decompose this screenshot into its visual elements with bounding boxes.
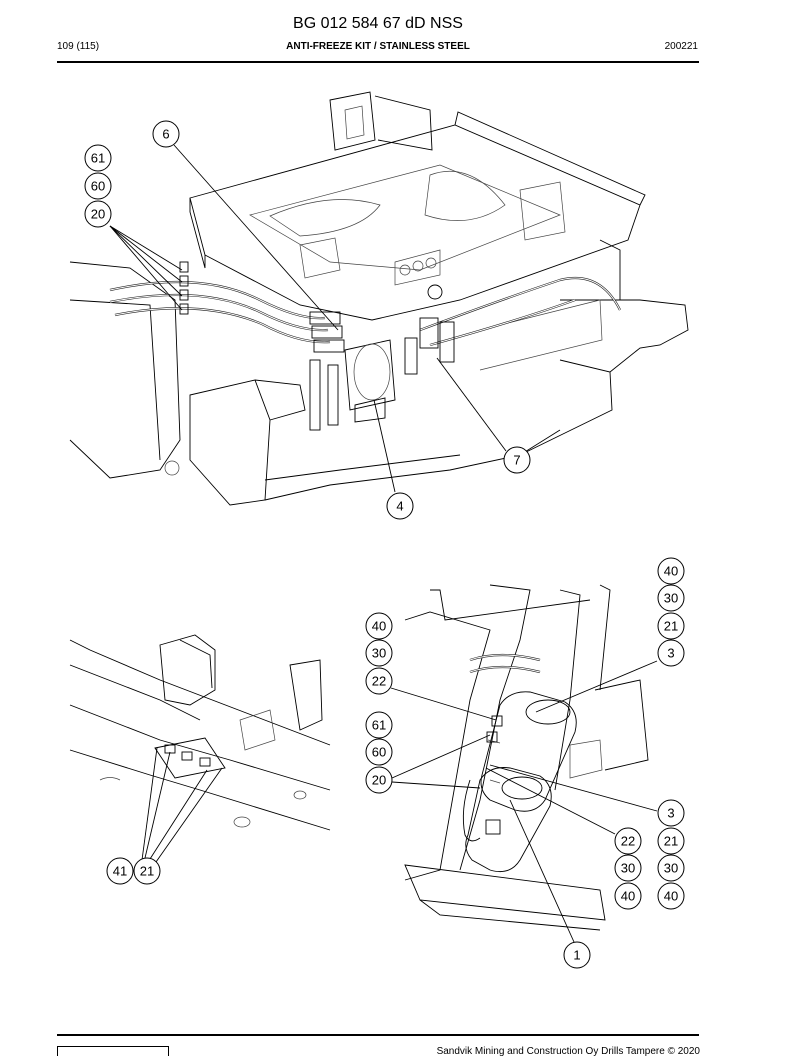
header-rule	[57, 61, 699, 63]
callout-60: 60	[84, 172, 112, 200]
svg-text:6: 6	[162, 127, 169, 142]
svg-text:30: 30	[664, 591, 678, 606]
svg-text:40: 40	[372, 619, 386, 634]
svg-text:40: 40	[621, 889, 635, 904]
callout-40: 40	[365, 612, 393, 640]
callout-3: 3	[657, 799, 685, 827]
svg-text:60: 60	[91, 179, 105, 194]
callout-7: 7	[503, 446, 531, 474]
svg-text:20: 20	[91, 207, 105, 222]
callout-60: 60	[365, 738, 393, 766]
svg-text:61: 61	[372, 718, 386, 733]
svg-text:61: 61	[91, 151, 105, 166]
document-id: BG 012 584 67 dD NSS	[293, 15, 463, 32]
callout-40: 40	[614, 882, 642, 910]
svg-text:4: 4	[396, 499, 403, 514]
callout-40: 40	[657, 557, 685, 585]
svg-text:30: 30	[372, 646, 386, 661]
callout-61: 61	[365, 711, 393, 739]
callout-22: 22	[365, 667, 393, 695]
callout-61: 61	[84, 144, 112, 172]
callout-1: 1	[563, 941, 591, 969]
svg-text:40: 40	[664, 889, 678, 904]
callout-30: 30	[657, 584, 685, 612]
callout-3: 3	[657, 639, 685, 667]
svg-text:41: 41	[113, 864, 127, 879]
svg-text:21: 21	[664, 619, 678, 634]
callout-40: 40	[657, 882, 685, 910]
svg-text:21: 21	[140, 864, 154, 879]
document-date: 200221	[664, 41, 698, 52]
page-number: 109 (115)	[57, 41, 100, 52]
callout-21: 21	[133, 857, 161, 885]
svg-text:3: 3	[667, 646, 674, 661]
svg-text:3: 3	[667, 806, 674, 821]
svg-text:7: 7	[513, 453, 520, 468]
svg-text:1: 1	[573, 948, 580, 963]
callout-22: 22	[614, 827, 642, 855]
footer-copyright: Sandvik Mining and Construction Oy Drill…	[436, 1046, 700, 1057]
company-logo	[57, 1046, 169, 1056]
callout-21: 21	[657, 612, 685, 640]
svg-text:30: 30	[621, 861, 635, 876]
svg-text:40: 40	[664, 564, 678, 579]
callout-20: 20	[84, 200, 112, 228]
frame-assembly-drawing	[69, 91, 689, 506]
callout-21: 21	[657, 827, 685, 855]
callout-20: 20	[365, 766, 393, 794]
page-title: ANTI-FREEZE KIT / STAINLESS STEEL	[286, 41, 470, 52]
svg-text:30: 30	[664, 861, 678, 876]
callout-30: 30	[365, 639, 393, 667]
mounting-detail-drawing	[69, 634, 331, 863]
callout-30: 30	[657, 854, 685, 882]
callout-6: 6	[152, 120, 180, 148]
svg-text:22: 22	[372, 674, 386, 689]
callout-30: 30	[614, 854, 642, 882]
callout-41: 41	[106, 857, 134, 885]
svg-text:22: 22	[621, 834, 635, 849]
callout-4: 4	[386, 492, 414, 520]
tank-assembly-drawing	[390, 584, 658, 943]
svg-text:20: 20	[372, 773, 386, 788]
svg-text:60: 60	[372, 745, 386, 760]
svg-text:21: 21	[664, 834, 678, 849]
footer-rule	[57, 1034, 699, 1036]
